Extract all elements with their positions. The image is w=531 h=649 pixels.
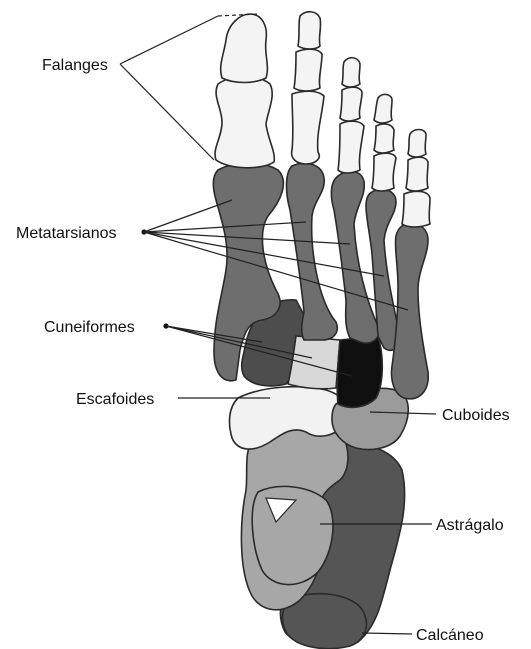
label-falanges: Falanges xyxy=(42,57,108,74)
phalanx-2-proximal xyxy=(292,91,324,164)
cuneiform-intermediate xyxy=(288,336,340,389)
phalanx-5-proximal xyxy=(402,191,430,227)
label-astragalo: Astrágalo xyxy=(436,517,504,534)
phalanx-4-distal xyxy=(374,94,392,123)
label-cuboides: Cuboides xyxy=(442,407,510,424)
label-cuneiformes: Cuneiformes xyxy=(44,319,135,336)
label-metatarsianos: Metatarsianos xyxy=(16,225,117,242)
cuneiform-lateral xyxy=(337,336,382,407)
phalanx-4-middle xyxy=(374,124,394,153)
phalanx-hallux-distal xyxy=(221,14,268,83)
phalanx-2-middle xyxy=(294,49,322,91)
label-calcaneo: Calcáneo xyxy=(416,627,484,644)
phalanx-4-proximal xyxy=(372,153,396,191)
phalanx-2-distal xyxy=(298,12,321,49)
label-escafoides: Escafoides xyxy=(76,391,154,408)
metatarsal-5 xyxy=(392,224,429,399)
phalanx-3-proximal xyxy=(338,121,364,173)
phalanx-5-distal xyxy=(408,130,426,158)
phalanx-3-distal xyxy=(342,58,360,87)
phalanx-5-middle xyxy=(406,157,428,191)
phalanx-3-middle xyxy=(340,87,362,121)
phalanx-hallux-proximal xyxy=(215,77,274,168)
calcaneo-leader xyxy=(362,633,412,634)
